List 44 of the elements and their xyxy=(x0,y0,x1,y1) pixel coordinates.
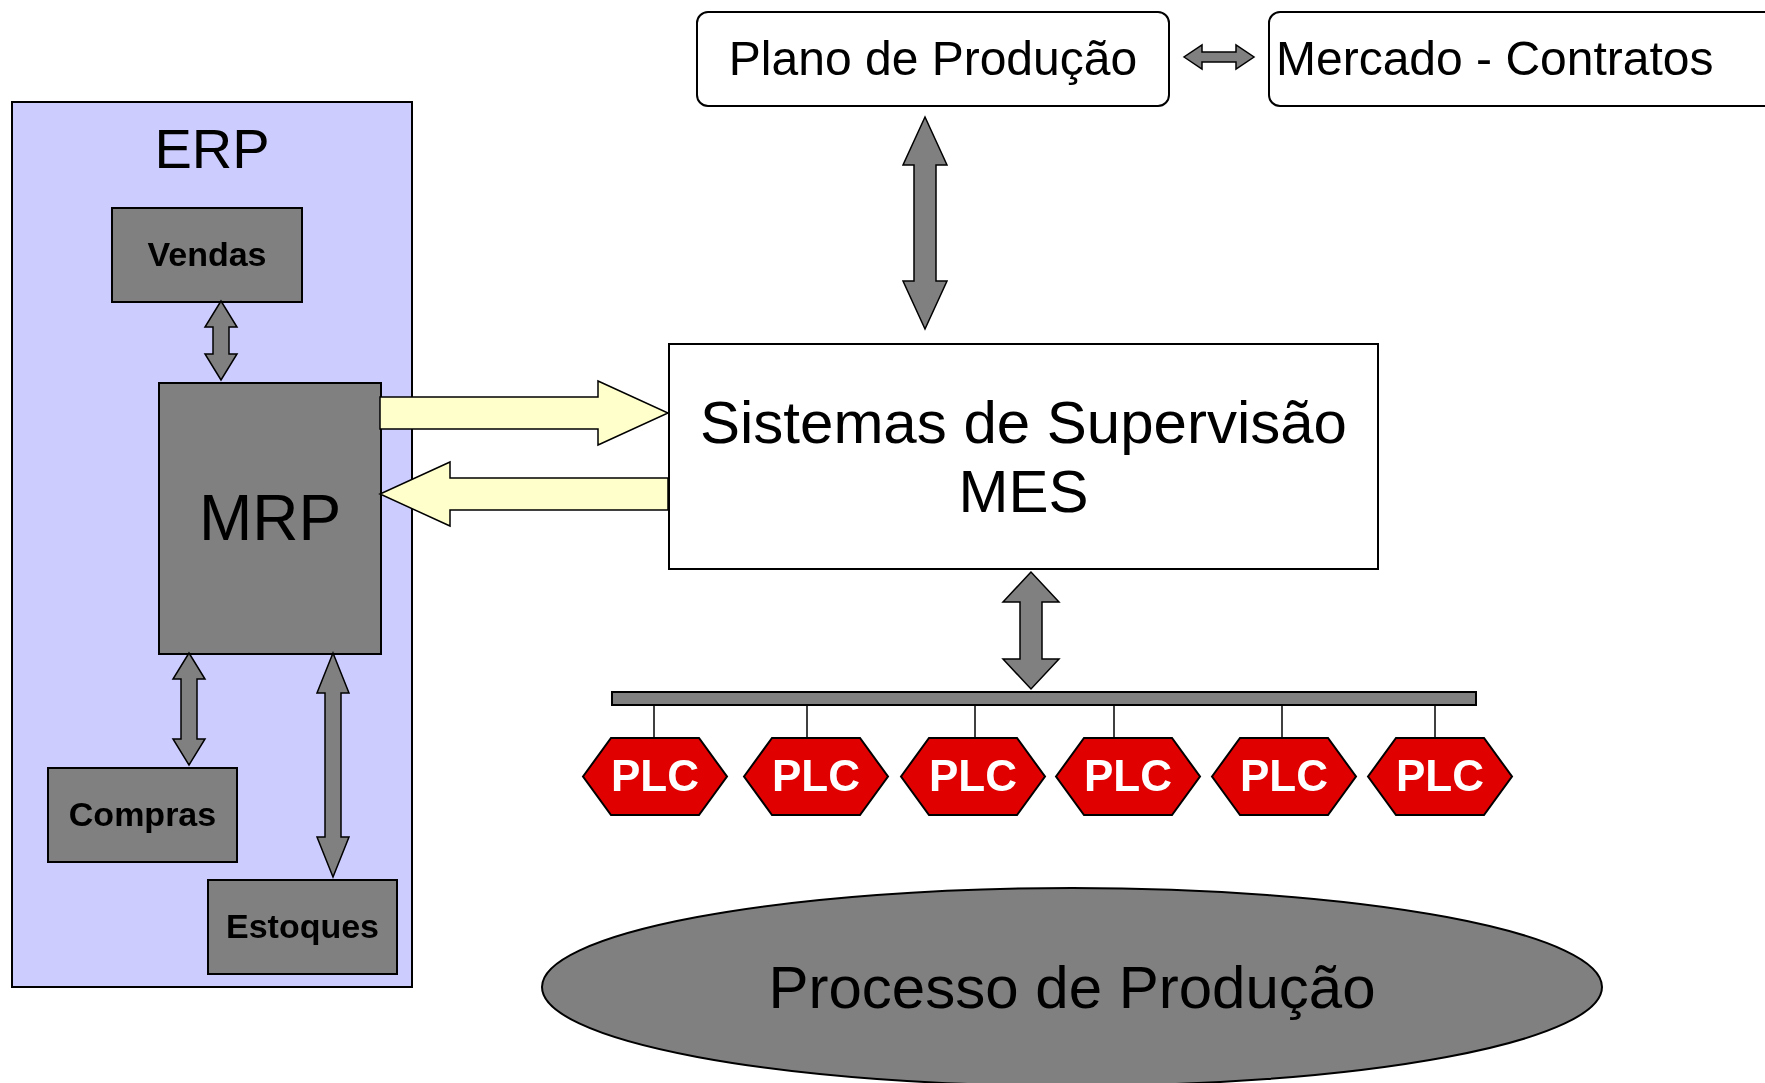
plc-hexagon xyxy=(1056,737,1200,816)
connector-line xyxy=(1434,705,1436,738)
module-box xyxy=(47,767,238,863)
node-label: Processo de Produção xyxy=(768,952,1376,1022)
module-box xyxy=(158,382,382,655)
plan-box xyxy=(696,11,1170,107)
double-block-arrow xyxy=(1001,570,1061,691)
node-label: ERP xyxy=(154,117,270,182)
connector-line xyxy=(1281,705,1283,738)
plc-label: PLC xyxy=(611,751,699,802)
double-block-arrow xyxy=(203,299,239,382)
market-box xyxy=(1268,11,1765,107)
node-label: Compras xyxy=(68,795,217,835)
plc-label: PLC xyxy=(929,751,1017,802)
node-label: Plano de Produção xyxy=(728,31,1138,87)
plc-hexagon xyxy=(744,737,888,816)
node-label: MRP xyxy=(198,481,342,556)
connector-line xyxy=(806,705,808,738)
module-box xyxy=(207,879,398,975)
block-arrow xyxy=(379,379,670,447)
plc-hexagon xyxy=(901,737,1045,816)
plc-label: PLC xyxy=(772,751,860,802)
connector-line xyxy=(974,705,976,738)
double-block-arrow xyxy=(1182,43,1256,71)
module-box xyxy=(111,207,303,303)
plc-hexagon xyxy=(1212,737,1356,816)
network-bus-bar xyxy=(611,691,1477,706)
node-label: Sistemas de Supervisão MES xyxy=(699,387,1348,526)
erp-panel xyxy=(11,101,413,988)
plc-label: PLC xyxy=(1396,751,1484,802)
block-arrow xyxy=(378,460,669,528)
plc-label: PLC xyxy=(1084,751,1172,802)
plc-label: PLC xyxy=(1240,751,1328,802)
plc-hexagon xyxy=(1368,737,1512,816)
double-block-arrow xyxy=(901,115,949,331)
plc-hexagon xyxy=(583,737,727,816)
double-block-arrow xyxy=(171,651,207,767)
connector-line xyxy=(653,705,655,738)
connector-line xyxy=(1113,705,1115,738)
node-label: Mercado - Contratos xyxy=(1276,31,1714,87)
double-block-arrow xyxy=(315,651,351,879)
node-label: Estoques xyxy=(225,907,379,947)
node-label: Vendas xyxy=(147,235,267,275)
mes-box xyxy=(668,343,1379,570)
